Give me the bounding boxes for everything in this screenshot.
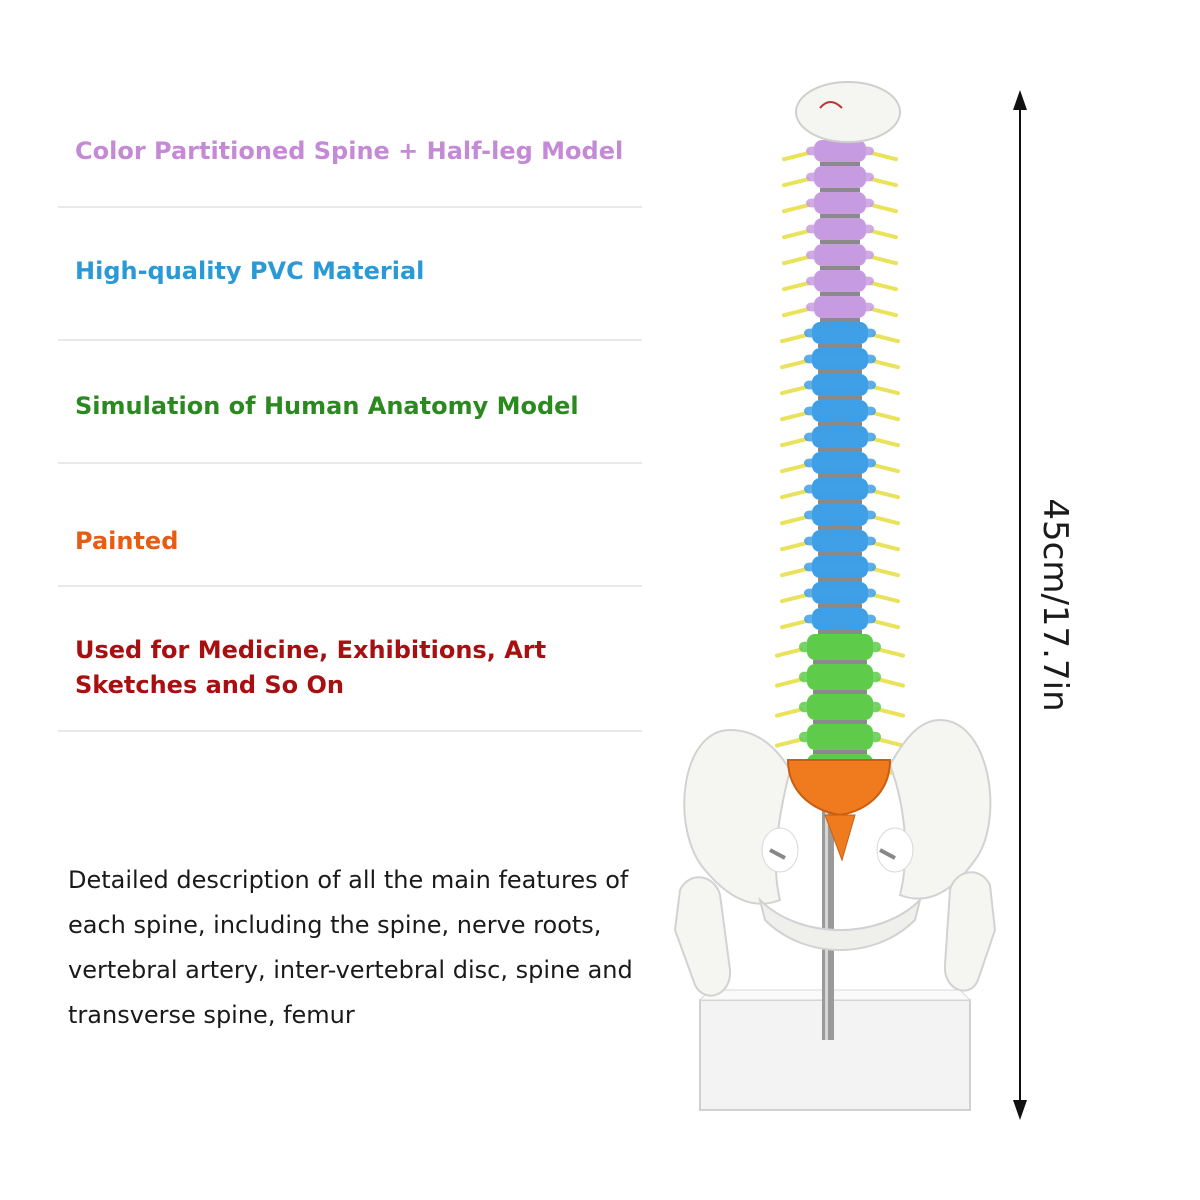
nerve-root xyxy=(780,463,808,474)
nerve-root xyxy=(877,677,905,688)
vertebra xyxy=(804,400,876,426)
nerve-root xyxy=(872,593,900,604)
nerve-root xyxy=(872,515,900,526)
feature-label: Simulation of Human Anatomy Model xyxy=(75,392,579,420)
nerve-root xyxy=(870,229,898,240)
vertebra xyxy=(804,582,876,608)
pelvis xyxy=(683,718,992,951)
stand-base xyxy=(698,989,972,1111)
nerve-root xyxy=(877,707,905,718)
nerve-root xyxy=(782,151,810,162)
nerve-root xyxy=(780,515,808,526)
vertebra xyxy=(804,322,876,348)
feature-pvc-material: High-quality PVC Material xyxy=(58,208,642,341)
nerve-root xyxy=(872,489,900,500)
vertebra xyxy=(806,244,874,270)
vertebra xyxy=(806,218,874,244)
nerve-root xyxy=(782,177,810,188)
nerve-root xyxy=(870,281,898,292)
vertebral-column xyxy=(799,140,881,784)
nerve-root xyxy=(780,619,808,630)
nerve-root xyxy=(780,385,808,396)
nerve-root xyxy=(872,359,900,370)
nerve-root xyxy=(870,151,898,162)
nerve-root xyxy=(775,737,803,748)
vertebra xyxy=(806,296,874,322)
nerve-root xyxy=(872,385,900,396)
vertebra xyxy=(799,694,881,724)
vertebra xyxy=(804,478,876,504)
nerve-root xyxy=(870,203,898,214)
vertebra xyxy=(806,140,874,166)
vertebra xyxy=(804,374,876,400)
nerve-root xyxy=(870,177,898,188)
vertebra xyxy=(804,452,876,478)
feature-uses: Used for Medicine, Exhibitions, Art Sket… xyxy=(58,587,642,732)
spine-model-illustration xyxy=(673,81,997,1111)
sacrum xyxy=(786,759,892,817)
skull-base xyxy=(795,81,901,143)
height-label: 45cm/17.7in xyxy=(1035,498,1075,712)
feature-label: Color Partitioned Spine + Half-leg Model xyxy=(75,137,624,165)
height-dimension-arrow xyxy=(1013,90,1027,1120)
nerve-root xyxy=(870,255,898,266)
vertebra xyxy=(804,426,876,452)
nerve-root xyxy=(780,593,808,604)
vertebra xyxy=(799,724,881,754)
vertebra xyxy=(806,270,874,296)
vertebra xyxy=(799,664,881,694)
vertebra xyxy=(806,192,874,218)
nerve-root xyxy=(782,229,810,240)
femurs xyxy=(673,871,997,997)
nerve-root xyxy=(780,567,808,578)
nerve-root xyxy=(775,677,803,688)
nerve-root xyxy=(782,203,810,214)
nerve-root xyxy=(780,437,808,448)
nerve-root xyxy=(775,707,803,718)
nerve-roots xyxy=(775,151,905,778)
nerve-root xyxy=(782,281,810,292)
nerve-root xyxy=(870,307,898,318)
feature-label: Used for Medicine, Exhibitions, Art Sket… xyxy=(75,636,547,699)
vertebra xyxy=(804,608,876,634)
feature-anatomy-simulation: Simulation of Human Anatomy Model xyxy=(58,341,642,464)
vertebra xyxy=(799,634,881,664)
nerve-root xyxy=(872,437,900,448)
vertebra xyxy=(806,166,874,192)
nerve-root xyxy=(780,541,808,552)
nerve-root xyxy=(872,541,900,552)
nerve-root xyxy=(780,333,808,344)
nerve-root xyxy=(782,307,810,318)
vertebra xyxy=(804,504,876,530)
nerve-root xyxy=(872,567,900,578)
vertebra xyxy=(804,556,876,582)
nerve-root xyxy=(782,255,810,266)
nerve-root xyxy=(775,647,803,658)
vertebra xyxy=(804,348,876,374)
nerve-root xyxy=(877,647,905,658)
nerve-root xyxy=(780,489,808,500)
nerve-root xyxy=(872,463,900,474)
nerve-root xyxy=(872,411,900,422)
feature-painted: Painted xyxy=(58,464,642,587)
vertebra xyxy=(804,530,876,556)
feature-color-partitioned: Color Partitioned Spine + Half-leg Model xyxy=(58,100,642,208)
feature-label: High-quality PVC Material xyxy=(75,257,425,285)
feature-label: Painted xyxy=(75,527,179,555)
nerve-root xyxy=(780,411,808,422)
product-description: Detailed description of all the main fea… xyxy=(68,866,633,1029)
nerve-root xyxy=(872,619,900,630)
nerve-root xyxy=(877,737,905,748)
nerve-root xyxy=(780,359,808,370)
nerve-root xyxy=(872,333,900,344)
